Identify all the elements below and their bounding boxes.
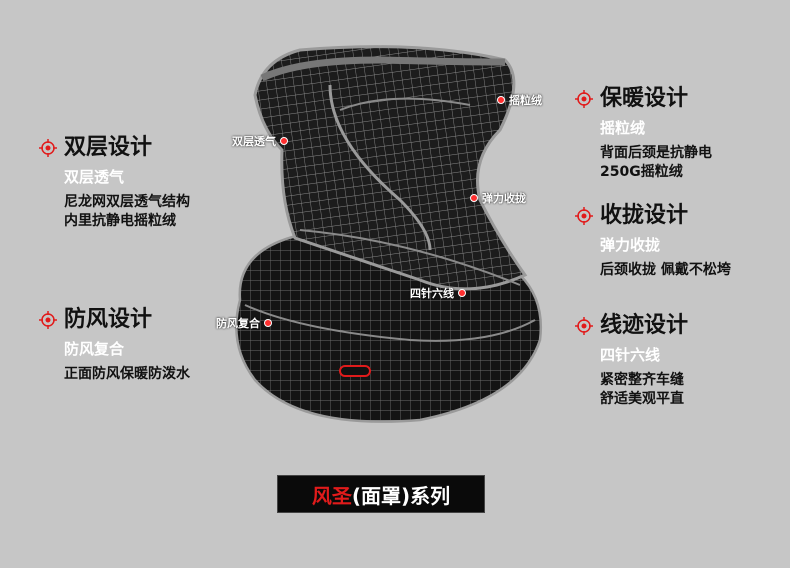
callout-stitch: 四针六线 [410, 285, 466, 301]
series-banner-brand: 风圣 [311, 483, 352, 508]
feature-title-text: 线迹设计 [600, 313, 689, 338]
feature-title-text: 保暖设计 [600, 86, 689, 111]
feature-subtitle: 双层透气 [64, 168, 125, 186]
callout-shake-label: 摇粒绒 [509, 94, 542, 107]
callout-stitch-label: 四针六线 [410, 287, 454, 300]
callout-elastic: 弹力收拢 [470, 190, 526, 206]
feature-windproof: 防风设计 防风复合 正面防风保暖防泼水 [38, 307, 190, 384]
target-icon [39, 139, 57, 157]
callout-shake: 摇粒绒 [497, 92, 542, 108]
target-icon [39, 311, 57, 329]
callout-wind: 防风复合 [216, 315, 272, 331]
feature-description: 正面防风保暖防泼水 [64, 366, 190, 382]
feature-subtitle: 弹力收拢 [600, 236, 661, 254]
feature-double-layer: 双层设计 双层透气 尼龙网双层透气结构 内里抗静电摇粒绒 [38, 135, 190, 231]
feature-description: 背面后颈是抗静电 250G摇粒绒 [600, 145, 712, 180]
callout-breath: 双层透气 [232, 133, 288, 149]
target-icon [575, 207, 593, 225]
feature-subtitle: 防风复合 [64, 340, 125, 358]
feature-title: 防风设计 [38, 307, 190, 333]
feature-title-text: 双层设计 [64, 135, 153, 160]
feature-title: 双层设计 [38, 135, 190, 161]
feature-title: 线迹设计 [574, 313, 688, 339]
marker-dot-icon [458, 289, 466, 297]
feature-warmth: 保暖设计 摇粒绒 背面后颈是抗静电 250G摇粒绒 [574, 86, 712, 182]
callout-wind-label: 防风复合 [216, 317, 260, 330]
callout-breath-label: 双层透气 [232, 135, 276, 148]
target-icon [575, 90, 593, 108]
series-banner: 风圣(面罩)系列 [277, 475, 485, 513]
feature-title-text: 防风设计 [64, 307, 153, 332]
series-banner-text: (面罩)系列 [351, 483, 451, 508]
feature-subtitle: 摇粒绒 [600, 119, 646, 137]
feature-description: 紧密整齐车缝 舒适美观平直 [600, 372, 684, 407]
callout-elastic-label: 弹力收拢 [482, 192, 526, 205]
feature-description: 后颈收拢 佩戴不松垮 [600, 262, 731, 278]
feature-title: 保暖设计 [574, 86, 712, 112]
target-icon [575, 317, 593, 335]
marker-dot-icon [280, 137, 288, 145]
feature-subtitle: 四针六线 [600, 346, 661, 364]
feature-title-text: 收拢设计 [600, 203, 689, 228]
marker-dot-icon [470, 194, 478, 202]
feature-stitching: 线迹设计 四针六线 紧密整齐车缝 舒适美观平直 [574, 313, 688, 409]
feature-tightening: 收拢设计 弹力收拢 后颈收拢 佩戴不松垮 [574, 203, 731, 280]
feature-title: 收拢设计 [574, 203, 731, 229]
marker-dot-icon [264, 319, 272, 327]
marker-dot-icon [497, 96, 505, 104]
feature-description: 尼龙网双层透气结构 内里抗静电摇粒绒 [64, 194, 190, 229]
